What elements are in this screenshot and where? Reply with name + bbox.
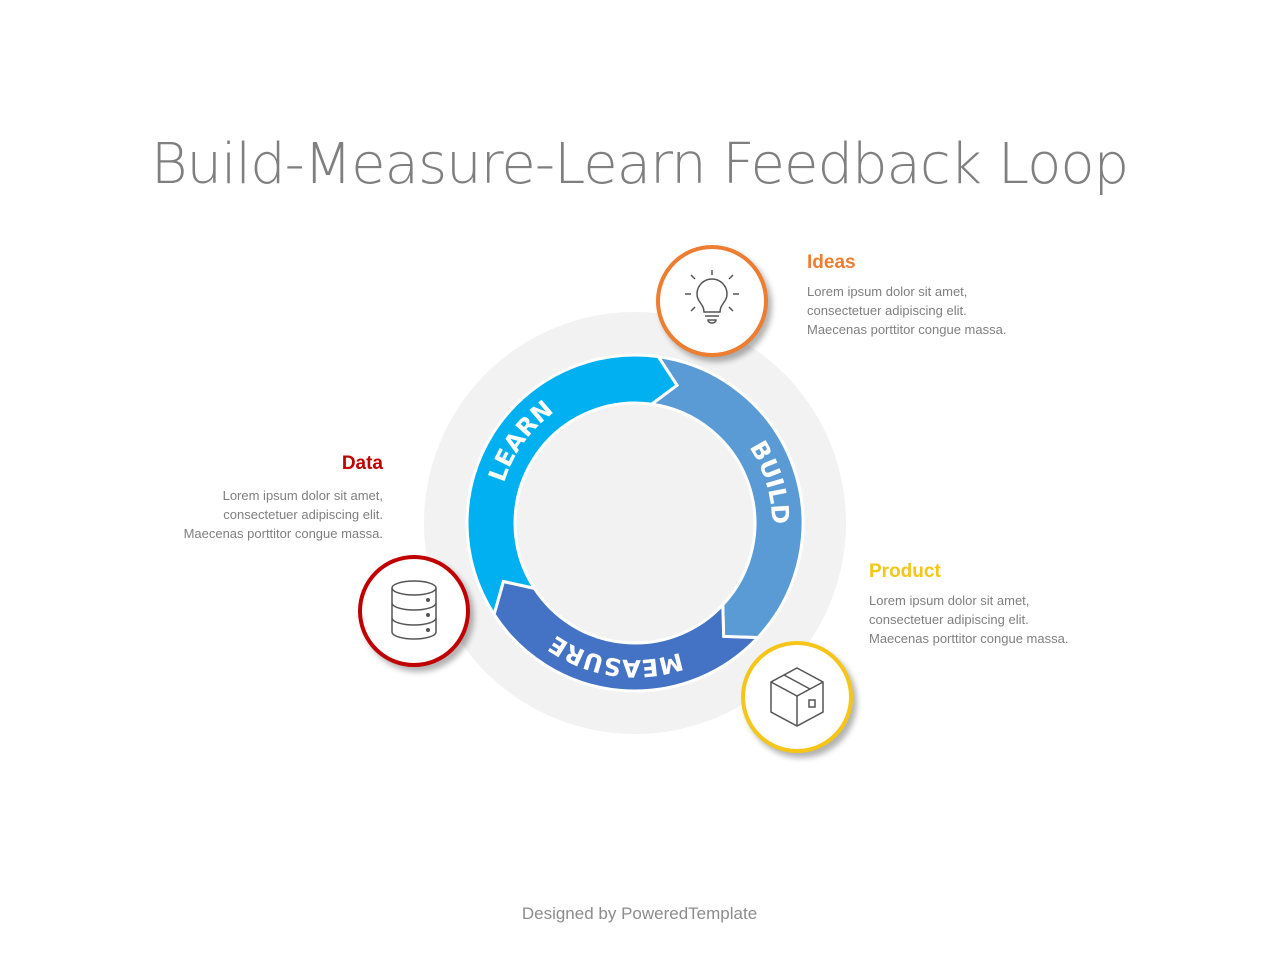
product-description: Lorem ipsum dolor sit amet, consectetuer… (869, 593, 1069, 646)
database-icon (391, 580, 437, 640)
ideas-badge (656, 245, 768, 357)
measure-arrow (492, 579, 762, 693)
box-icon (770, 667, 824, 727)
ideas-heading: Ideas (807, 252, 856, 273)
data-heading: Data (341, 453, 383, 474)
ideas-description: Lorem ipsum dolor sit amet, consectetuer… (807, 284, 1007, 337)
footer-credit: Designed by PoweredTemplate (521, 904, 758, 923)
page-title: Build-Measure-Learn Feedback Loop (150, 132, 1129, 197)
lightbulb-icon (685, 270, 739, 324)
product-badge (741, 641, 853, 753)
data-description: Lorem ipsum dolor sit amet, consectetuer… (183, 488, 383, 541)
data-badge (358, 555, 470, 667)
product-heading: Product (869, 561, 941, 582)
